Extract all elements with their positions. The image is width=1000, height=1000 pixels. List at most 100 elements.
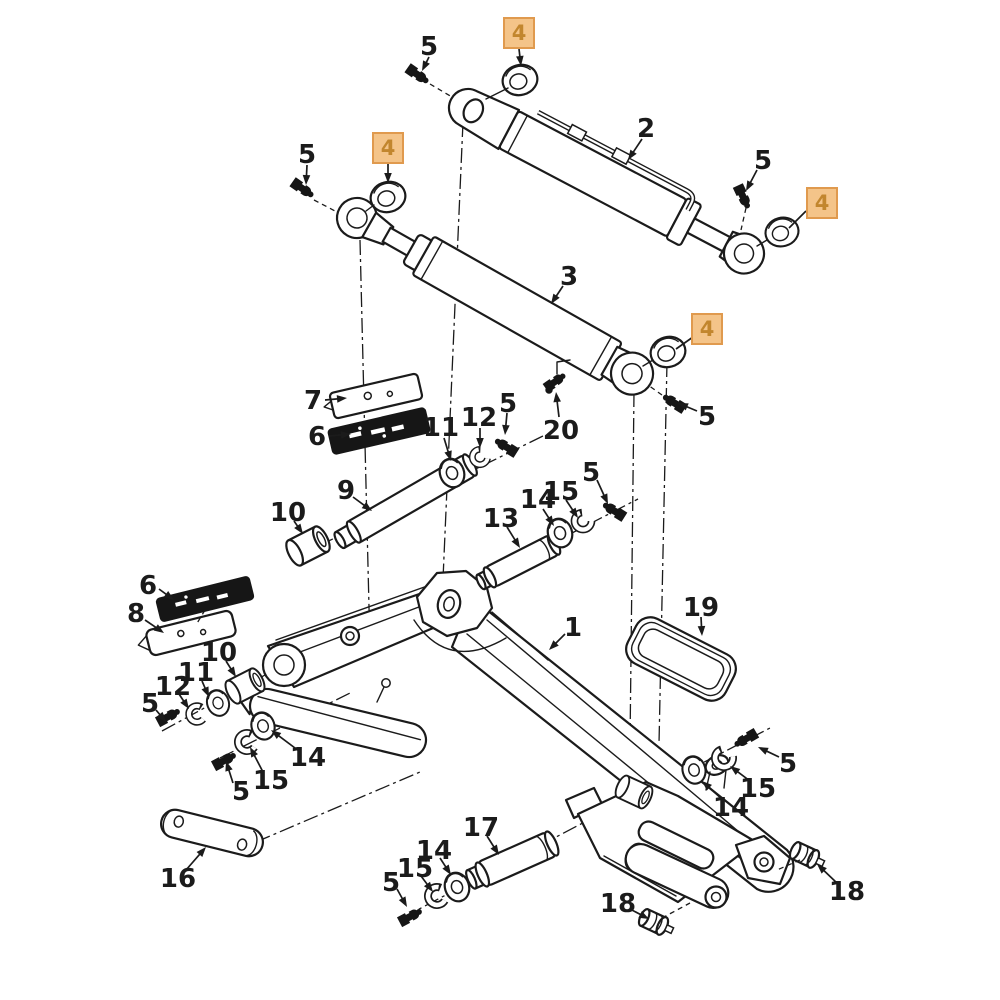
bushing-10a	[281, 522, 335, 570]
part-label-7-11: 7	[304, 386, 347, 416]
svg-text:18: 18	[600, 889, 636, 919]
svg-text:10: 10	[201, 638, 237, 668]
svg-text:5: 5	[779, 749, 797, 779]
part-label-14-40: 14	[702, 781, 749, 823]
part-label-5-29: 5	[141, 689, 166, 722]
highlighted-callout-4-0[interactable]: 4	[503, 17, 535, 66]
grease-fitting-5c	[732, 183, 754, 211]
part-label-2-5: 2	[628, 114, 655, 160]
part-label-5-6: 5	[746, 146, 772, 191]
svg-text:14: 14	[290, 743, 326, 773]
svg-text:12: 12	[155, 672, 191, 702]
svg-text:5: 5	[582, 458, 600, 488]
part-label-15-31: 15	[250, 747, 289, 796]
part-label-5-32: 5	[225, 761, 250, 807]
part-label-18-38: 18	[600, 889, 649, 919]
part-label-6-24: 6	[139, 571, 174, 601]
svg-text:5: 5	[499, 389, 517, 419]
svg-text:15: 15	[543, 477, 579, 507]
svg-text:5: 5	[382, 868, 400, 898]
svg-text:9: 9	[337, 476, 355, 506]
bushing-4d	[646, 331, 690, 373]
highlighted-callout-4-3[interactable]: 4	[675, 313, 723, 350]
bushing-connector-lines	[365, 87, 768, 367]
lift-cylinder-2	[447, 87, 766, 275]
grease-fitting-5h	[211, 749, 238, 771]
svg-text:4: 4	[381, 136, 396, 160]
svg-text:19: 19	[683, 593, 719, 623]
bushing-4a	[498, 59, 542, 101]
shim-plate-7	[323, 372, 424, 420]
shim-plate-8	[137, 609, 237, 657]
grease-fitting-5j	[732, 728, 759, 750]
part-label-5-37: 5	[382, 868, 407, 907]
wear-pad-frame	[625, 616, 737, 702]
svg-text:14: 14	[520, 485, 556, 515]
svg-text:16: 16	[160, 864, 196, 894]
svg-text:5: 5	[754, 146, 772, 176]
svg-text:1: 1	[564, 613, 582, 643]
lift-cylinder-3	[335, 196, 655, 396]
part-label-17-34: 17	[463, 813, 499, 855]
nut-axis-lines	[661, 859, 801, 919]
part-label-20-9: 20	[543, 392, 579, 446]
part-label-15-36: 15	[397, 854, 433, 892]
svg-text:6: 6	[308, 422, 326, 452]
part-label-14-30: 14	[271, 730, 326, 773]
part-label-6-12: 6	[308, 422, 351, 452]
svg-text:3: 3	[560, 262, 578, 292]
part-label-5-15: 5	[499, 389, 517, 435]
svg-text:4: 4	[815, 191, 830, 215]
svg-text:12: 12	[461, 403, 497, 433]
part-label-15-20: 15	[543, 477, 579, 518]
clip-12a	[471, 448, 489, 466]
svg-text:13: 13	[483, 504, 519, 534]
svg-text:4: 4	[700, 317, 715, 341]
part-label-10-26: 10	[201, 638, 237, 677]
part-label-14-19: 14	[520, 485, 556, 526]
svg-text:5: 5	[420, 32, 438, 62]
plate-alignment-line	[195, 609, 206, 626]
svg-text:7: 7	[304, 386, 322, 416]
part-label-10-17: 10	[270, 498, 306, 534]
part-label-15-41: 15	[730, 766, 776, 804]
svg-text:6: 6	[139, 571, 157, 601]
svg-text:2: 2	[637, 114, 655, 144]
svg-text:8: 8	[127, 599, 145, 629]
grease-fitting-5a	[404, 63, 431, 87]
part-label-5-7: 5	[298, 140, 316, 185]
grease-fitting-5f	[600, 499, 628, 522]
part-label-16-33: 16	[160, 847, 206, 894]
svg-text:11: 11	[178, 658, 214, 688]
bushing-4c	[761, 212, 803, 252]
highlighted-callout-4-1[interactable]: 4	[372, 132, 404, 183]
arm-base-assembly	[564, 754, 792, 910]
fitting-axis-lines	[313, 83, 747, 396]
grease-fitting-5i	[397, 905, 424, 927]
svg-text:14: 14	[416, 836, 452, 866]
part-label-5-21: 5	[582, 458, 608, 504]
svg-text:17: 17	[463, 813, 499, 843]
part-label-19-23: 19	[683, 593, 719, 636]
shim-plate-6-upper	[327, 407, 431, 455]
part-label-5-10: 5	[678, 402, 716, 432]
highlighted-callout-4-2[interactable]: 4	[788, 187, 838, 229]
clip-12b	[186, 703, 209, 726]
svg-text:20: 20	[543, 416, 579, 446]
part-label-5-4: 5	[420, 32, 438, 71]
svg-text:11: 11	[423, 413, 459, 443]
svg-text:18: 18	[829, 877, 865, 907]
part-label-3-8: 3	[551, 262, 578, 304]
grease-fitting-5b	[289, 177, 316, 201]
part-label-12-28: 12	[155, 672, 191, 709]
svg-text:15: 15	[740, 774, 776, 804]
pivot-pin-17	[465, 830, 560, 890]
part-label-9-16: 9	[337, 476, 372, 511]
part-label-14-35: 14	[416, 836, 452, 875]
part-label-12-14: 12	[461, 403, 497, 448]
svg-text:5: 5	[698, 402, 716, 432]
part-label-11-13: 11	[423, 413, 459, 461]
